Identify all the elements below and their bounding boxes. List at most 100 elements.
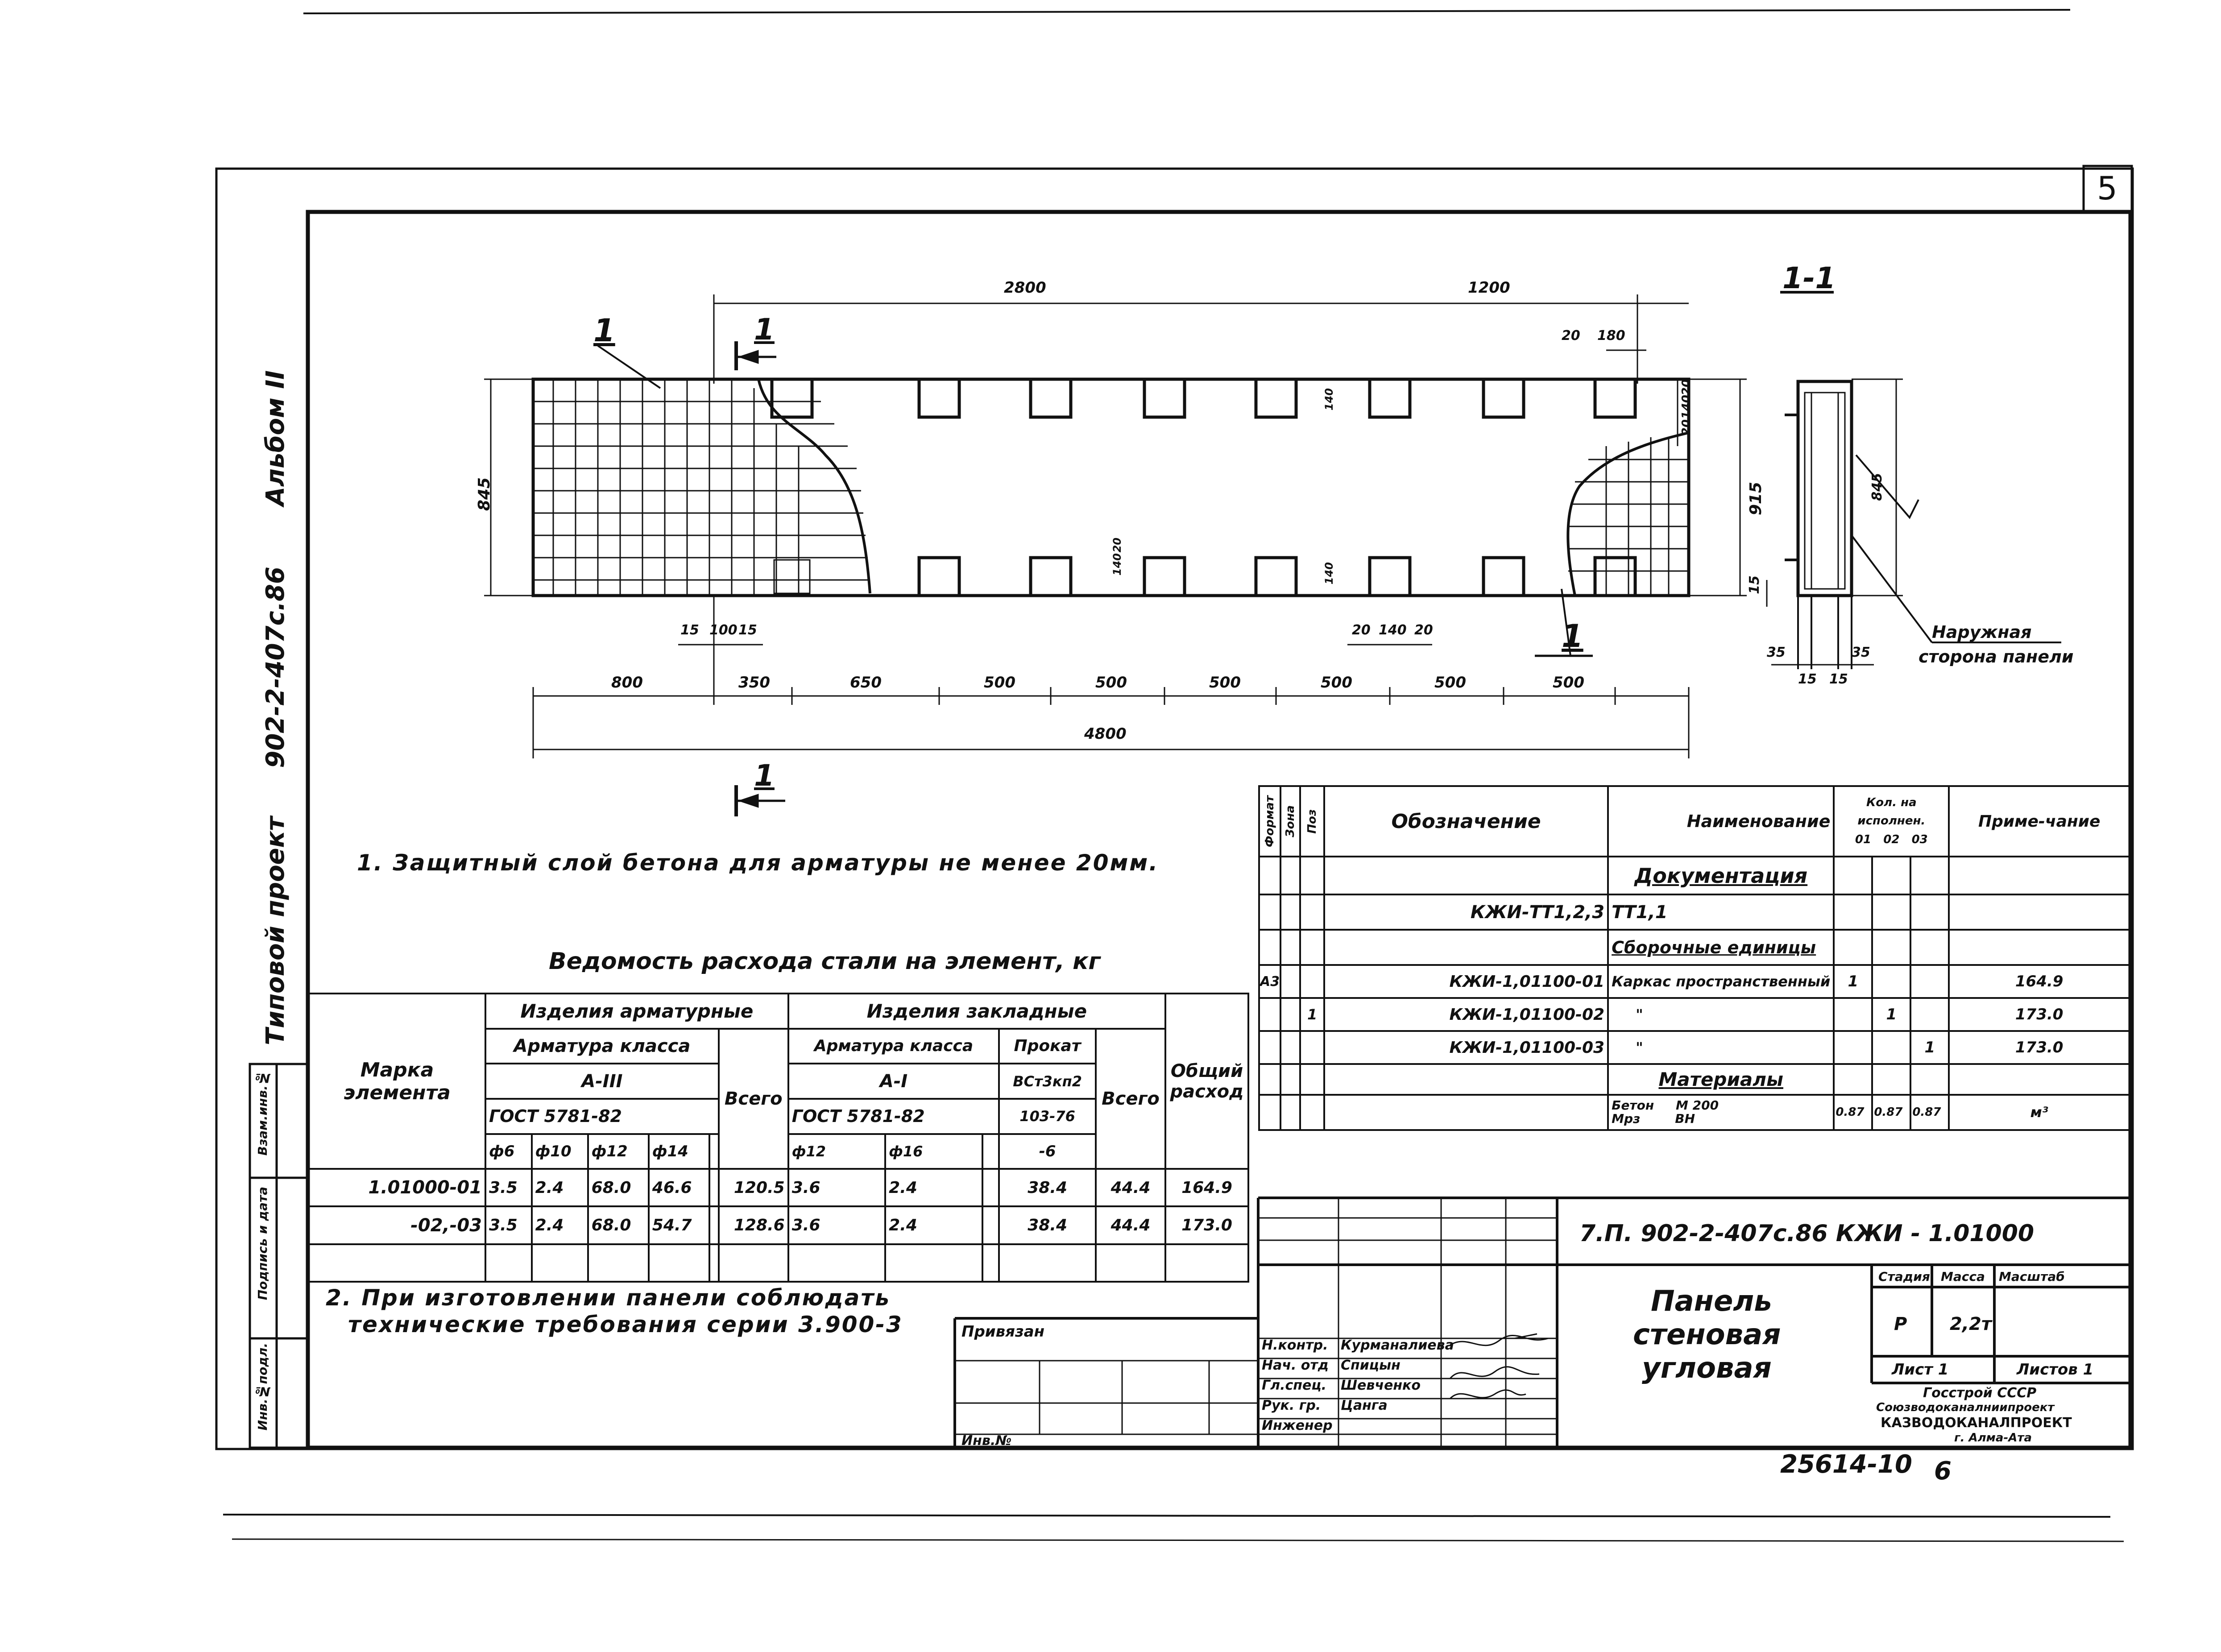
section-marker-bottom: 1 [754,758,775,793]
row1-c12: 164.9 [1164,1168,1249,1208]
row1-c2: 2.4 [530,1168,589,1208]
diam-empty [708,1133,720,1170]
row1-c5 [708,1168,720,1208]
dim-1200: 1200 [1468,279,1510,297]
gost-1: ГОСТ 5781-82 [485,1097,720,1135]
dim-total-4800: 4800 [1084,725,1127,743]
dim-100: 100 [709,622,738,638]
dim-845-left: 845 [475,477,493,511]
stage-value: Р [1894,1314,1907,1334]
doc-name: ТТ1,1 [1607,893,1835,931]
material-grade: М 200 [1676,1097,1719,1113]
hdr-format: Формат [1263,795,1277,848]
stage-label: Стадия [1878,1269,1930,1284]
outer-side-label-1: Наружная [1932,622,2032,642]
row1-q3 [1910,964,1950,999]
hdr-qty-02: 02 [1883,833,1900,846]
row2-q2: 1 [1871,997,1912,1032]
section-dim-15-b: 15 [1829,671,1848,687]
rolled-header: Прокат [998,1027,1097,1065]
dim-bottom-500-3: 500 [1209,674,1241,691]
row1-q1: 1 [1833,964,1873,999]
material-q2: 0.87 [1871,1093,1912,1131]
row2-note: 173.0 [1948,997,2130,1032]
section-assembly-units: Сборочные единицы [1607,929,1835,966]
embedded-plate [773,559,811,594]
plan-dimensions [484,294,1747,758]
specification-table: Формат Зона Поз Обозначение Наименование… [1258,785,2130,1131]
dim-140-notch-bottom: 140 [1323,562,1335,585]
hdr-qty-03: 03 [1911,833,1928,846]
section-materials: Материалы [1607,1063,1835,1096]
bottom-code: 25614-10 [1780,1450,1912,1479]
role-4: Рук. гр. [1262,1398,1321,1413]
reinforcement-mesh-left [533,379,868,596]
row1-c1: 3.5 [485,1168,533,1208]
diam2-16: ф16 [884,1133,983,1170]
dim-915-right: 915 [1747,482,1765,516]
dim-bottom-500-2: 500 [1095,674,1127,691]
diam-10: ф10 [530,1133,589,1170]
note-2-line2: технические требования серии 3.900-3 [348,1312,903,1337]
hdr-qty: Кол. на исполнен. 01 02 03 [1833,785,1950,858]
bottom-page: 6 [1934,1457,1952,1486]
material-name-2: Мрз [1612,1111,1641,1126]
signature-3 [1449,1389,1526,1399]
row1-c8: 2.4 [884,1168,983,1208]
row1-name: Каркас пространственный [1607,964,1835,999]
diam-6: ф6 [485,1133,533,1170]
section-dim-35-a: 35 [1767,645,1786,660]
dim-2800: 2800 [1004,279,1046,297]
project-code-vertical: 902-2-407с.86 [261,567,290,768]
row1-c10: 38.4 [998,1168,1097,1208]
org-line-1: Госстрой СССР [1923,1385,2037,1401]
page-number: 5 [2097,170,2117,207]
outer-side-label-2: сторона панели [1919,647,2074,667]
dim-15-b: 15 [738,622,757,638]
dim-20-bottom-a: 20 [1352,622,1371,638]
scale-label: Масштаб [1999,1269,2065,1284]
reinforcement-mesh-right [1568,437,1689,596]
row1-c11: 44.4 [1095,1168,1166,1208]
steel-table-title: Ведомость расхода стали на элемент, кг [549,948,1101,975]
dim-140-notch-top: 140 [1323,388,1335,411]
dim-bottom-500-6: 500 [1553,674,1584,691]
rebar-class-header: Арматура класса [485,1027,720,1065]
top-notches [770,377,1637,419]
name-1: Курманалиева [1341,1337,1454,1353]
rebar-class-header-2: Арматура класса [787,1027,1000,1065]
break-line-left [757,379,871,594]
row2-c3: 68.0 [587,1205,650,1245]
panel-plan [531,377,1691,597]
col-total-1: Всего [717,1027,789,1170]
row1-c3: 68.0 [587,1168,650,1208]
dim-20-bottom-b: 20 [1414,622,1433,638]
left-stamp [249,1063,309,1449]
dim-15-a: 15 [680,622,699,638]
hdr-qty-label: Кол. на исполнен. [1857,795,1926,828]
section-markers [597,341,1593,816]
section-dim-15: 15 [1747,576,1762,594]
bottom-edge-line-2 [232,1538,2124,1542]
project-type-vertical: Типовой проект [261,816,290,1045]
title-block-frame [953,1197,2130,1448]
note-2-line1: 2. При изготовлении панели соблюдать [326,1285,891,1311]
row2-c7: 3.6 [787,1205,887,1245]
dim-20-mid: 20 [1111,538,1123,553]
row2-q3 [1910,997,1950,1032]
row1-c9 [981,1168,1000,1208]
gost-3: 103-76 [998,1097,1097,1135]
dim-bottom-500-5: 500 [1434,674,1466,691]
row1-pos [1299,964,1326,999]
col-total-2: Всего [1095,1027,1166,1170]
row2-c11: 44.4 [1095,1205,1166,1245]
row2-designation: КЖИ-1,01100-02 [1323,997,1609,1032]
steel-consumption-table: Марка элемента Изделия арматурные Издели… [308,992,1249,1283]
callout-left: 1 [593,312,615,349]
gost-2: ГОСТ 5781-82 [787,1097,1000,1135]
break-line-right [1566,431,1689,596]
role-3: Гл.спец. [1262,1378,1326,1393]
org-line-2: Союзводоканалниипроект [1876,1401,2055,1414]
role-1: Н.контр. [1262,1337,1328,1353]
dim-140-bottom: 140 [1379,622,1407,638]
